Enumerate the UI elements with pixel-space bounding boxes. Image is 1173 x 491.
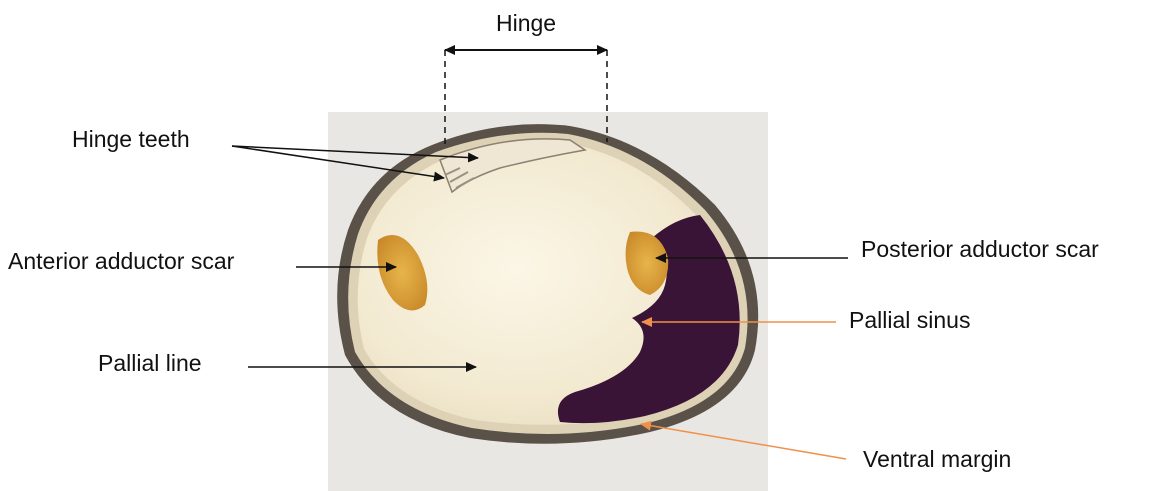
label-anterior-adductor-scar: Anterior adductor scar (8, 250, 234, 273)
label-pallial-line: Pallial line (98, 352, 202, 375)
label-ventral-margin: Ventral margin (863, 448, 1011, 471)
label-pallial-sinus: Pallial sinus (849, 309, 970, 332)
label-hinge-teeth: Hinge teeth (72, 128, 190, 151)
label-posterior-adductor-scar: Posterior adductor scar (861, 238, 1099, 261)
label-hinge: Hinge (496, 12, 556, 35)
